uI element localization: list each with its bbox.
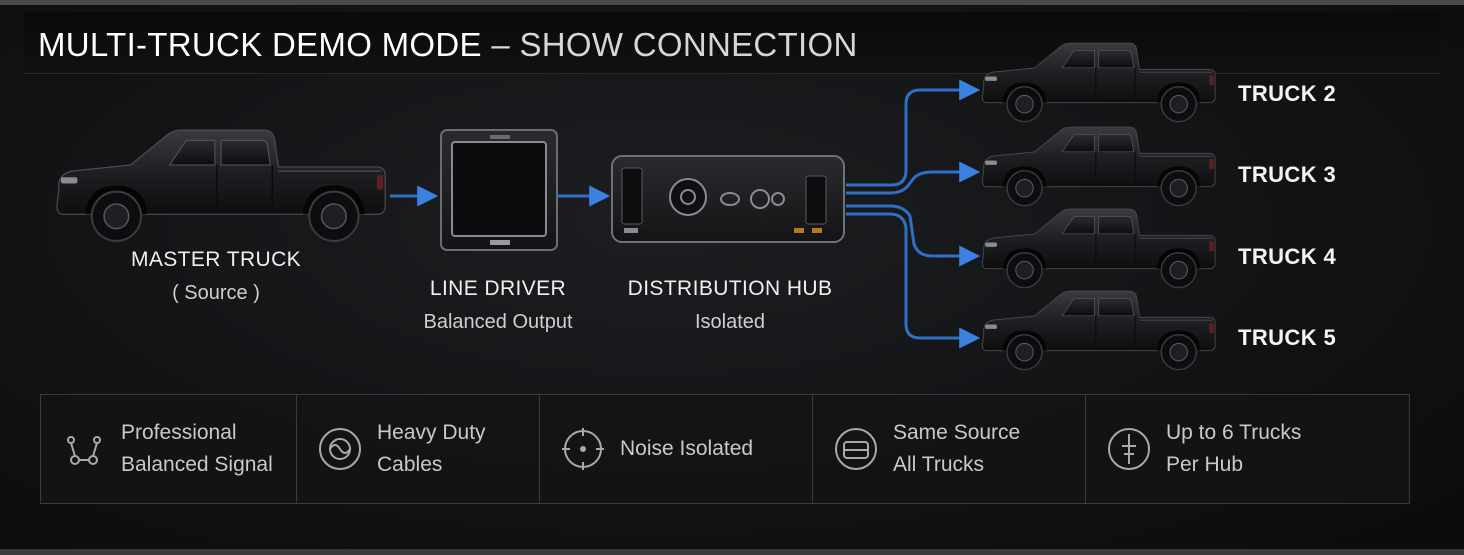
master-truck [55,129,387,242]
feature-strip: Professional Balanced Signal Heavy Duty … [40,394,1410,504]
feature-heavy-duty-cables: Heavy Duty Cables [297,395,540,503]
feature-same-source-line2: All Trucks [893,453,985,476]
feature-noise-isolated-line1: Noise Isolated [620,437,754,460]
line-driver-title: LINE DRIVER [429,277,567,300]
master-truck-subtitle: ( Source ) [172,282,260,304]
feature-trucks-per-hub: Up to 6 Trucks Per Hub [1086,395,1409,503]
balanced-signal-icon [67,436,101,465]
title-bar: MULTI-TRUCK DEMO MODE – SHOW CONNECTION [24,12,1440,74]
line-driver-device [440,129,558,251]
distribution-hub-label: DISTRIBUTION HUB Isolated [610,277,850,334]
truck-5-label: TRUCK 5 [1238,325,1337,350]
truck-4-label: TRUCK 4 [1238,244,1337,269]
feature-balanced-signal: Professional Balanced Signal [41,395,297,503]
hub-output-connectors [846,79,981,349]
feature-heavy-duty-cables-line1: Heavy Duty [377,421,486,444]
distribution-hub-subtitle: Isolated [694,311,766,333]
master-truck-label: MASTER TRUCK ( Source ) [116,248,316,305]
line-driver-subtitle: Balanced Output [423,311,573,333]
title-main: MULTI-TRUCK DEMO MODE [38,26,482,63]
hub-icon [1108,428,1150,470]
distribution-hub-device [611,155,845,243]
truck-5-graphic [981,290,1216,371]
feature-heavy-duty-cables-line2: Cables [377,453,443,476]
line-driver-label: LINE DRIVER Balanced Output [398,277,598,334]
truck-4-graphic [981,208,1216,289]
title-separator: – [491,26,510,63]
feature-noise-isolated: Noise Isolated [540,395,813,503]
truck-2-label: TRUCK 2 [1238,81,1337,106]
feature-same-source: Same Source All Trucks [813,395,1086,503]
distribution-hub-title: DISTRIBUTION HUB [627,277,833,300]
feature-same-source-line1: Same Source [893,421,1021,444]
feature-trucks-per-hub-line2: Per Hub [1166,453,1244,476]
cable-icon [319,428,361,470]
truck-2-graphic [981,42,1216,123]
feature-balanced-signal-line1: Professional [121,421,237,444]
master-truck-title: MASTER TRUCK [130,248,302,271]
feature-balanced-signal-line2: Balanced Signal [121,453,273,476]
noise-isolation-icon [562,428,604,470]
truck-3-graphic [981,126,1216,207]
truck-front-icon [835,428,877,470]
truck-3-label: TRUCK 3 [1238,162,1337,187]
page-title: MULTI-TRUCK DEMO MODE – SHOW CONNECTION [38,26,858,64]
title-subtitle: SHOW CONNECTION [519,26,858,63]
feature-trucks-per-hub-line1: Up to 6 Trucks [1166,421,1302,444]
